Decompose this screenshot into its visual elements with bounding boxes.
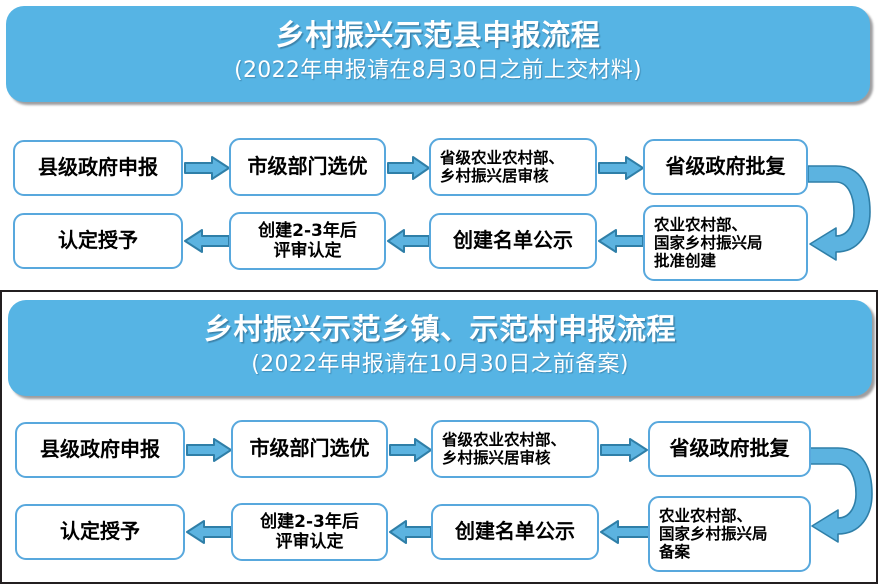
- node-label-line1: 省级农业农村部、: [440, 148, 565, 167]
- node-label-multiline: 农业农村部、 国家乡村振兴局 备案: [659, 507, 809, 562]
- arrow-county-r2-2: [387, 228, 430, 254]
- node-town-r2-1[interactable]: 认定授予: [15, 504, 185, 560]
- node-label-multiline: 省级农业农村部、 乡村振兴居审核: [442, 431, 597, 468]
- node-town-r2-3[interactable]: 创建名单公示: [431, 504, 599, 560]
- arrow-town-r2-3: [600, 519, 650, 545]
- node-county-r1-3[interactable]: 省级农业农村部、 乡村振兴居审核: [429, 138, 597, 196]
- node-label-multiline: 省级农业农村部、 乡村振兴居审核: [440, 149, 595, 186]
- node-label: 省级政府批复: [665, 154, 786, 179]
- node-label: 创建名单公示: [453, 228, 573, 253]
- node-label-line2: 乡村振兴居审核: [442, 449, 551, 467]
- node-label-line2: 国家乡村振兴局: [659, 524, 768, 543]
- node-label-multiline: 农业农村部、 国家乡村振兴局 批准创建: [654, 216, 806, 271]
- node-county-r1-2[interactable]: 市级部门选优: [229, 138, 386, 196]
- node-label: 认定授予: [60, 519, 140, 544]
- arrow-town-r1-1: [186, 437, 232, 463]
- arrow-town-r2-2: [389, 519, 432, 545]
- arrow-town-r1-2: [389, 437, 432, 463]
- node-county-r2-2[interactable]: 创建2-3年后 评审认定: [229, 212, 386, 270]
- node-town-r1-3[interactable]: 省级农业农村部、 乡村振兴居审核: [431, 420, 599, 478]
- node-label: 创建名单公示: [455, 519, 575, 544]
- section-county-process: 乡村振兴示范县申报流程 (2022年申报请在8月30日之前上交材料) 县级政府申…: [0, 0, 878, 290]
- node-county-r2-1[interactable]: 认定授予: [13, 213, 183, 269]
- node-town-r1-1[interactable]: 县级政府申报: [15, 422, 185, 478]
- banner-town: 乡村振兴示范乡镇、示范村申报流程 (2022年申报请在10月30日之前备案): [8, 300, 872, 396]
- banner-county-subtitle: (2022年申报请在8月30日之前上交材料): [234, 58, 642, 83]
- node-label-line2: 评审认定: [275, 532, 344, 552]
- node-label-line3: 备案: [659, 543, 691, 562]
- node-county-r1-1[interactable]: 县级政府申报: [13, 140, 183, 196]
- node-county-r1-4[interactable]: 省级政府批复: [643, 139, 808, 195]
- node-label: 省级政府批复: [669, 436, 790, 461]
- node-town-r2-2[interactable]: 创建2-3年后 评审认定: [231, 503, 388, 561]
- node-town-r1-2[interactable]: 市级部门选优: [231, 420, 388, 478]
- arrow-county-r1-1: [184, 155, 230, 181]
- arrow-county-r1-2: [387, 155, 430, 181]
- banner-town-title: 乡村振兴示范乡镇、示范村申报流程: [203, 312, 676, 346]
- node-county-r2-4[interactable]: 农业农村部、 国家乡村振兴局 批准创建: [643, 205, 808, 281]
- arrow-county-r2-3: [598, 228, 644, 254]
- node-label: 县级政府申报: [38, 155, 158, 180]
- banner-county: 乡村振兴示范县申报流程 (2022年申报请在8月30日之前上交材料): [6, 6, 870, 102]
- node-label: 市级部门选优: [247, 154, 368, 179]
- node-town-r2-4[interactable]: 农业农村部、 国家乡村振兴局 备案: [648, 496, 811, 572]
- node-label-line1: 农业农村部、: [659, 506, 753, 525]
- connector-county-curved-arrow: [800, 160, 878, 270]
- banner-county-title: 乡村振兴示范县申报流程: [275, 18, 601, 52]
- arrow-town-r1-3: [600, 437, 648, 463]
- node-label-multiline: 创建2-3年后 评审认定: [231, 221, 384, 261]
- node-label: 认定授予: [58, 228, 138, 253]
- node-label-line1: 创建2-3年后: [260, 511, 359, 532]
- arrow-county-r2-1: [184, 228, 230, 254]
- section-town-village-process: 乡村振兴示范乡镇、示范村申报流程 (2022年申报请在10月30日之前备案) 县…: [0, 290, 878, 584]
- node-label-line1: 省级农业农村部、: [442, 430, 567, 449]
- node-county-r2-3[interactable]: 创建名单公示: [429, 213, 597, 269]
- node-label-line2: 国家乡村振兴局: [654, 233, 763, 252]
- arrow-county-r1-3: [598, 155, 644, 181]
- banner-town-subtitle: (2022年申报请在10月30日之前备案): [251, 352, 629, 377]
- node-label-multiline: 创建2-3年后 评审认定: [233, 512, 386, 552]
- connector-town-curved-arrow: [802, 442, 878, 552]
- node-label-line1: 创建2-3年后: [258, 220, 357, 241]
- node-town-r1-4[interactable]: 省级政府批复: [648, 421, 811, 477]
- node-label-line1: 农业农村部、: [654, 215, 748, 234]
- node-label: 县级政府申报: [40, 437, 160, 462]
- arrow-town-r2-1: [186, 519, 232, 545]
- node-label-line2: 评审认定: [273, 241, 342, 261]
- node-label-line2: 乡村振兴居审核: [440, 167, 549, 185]
- node-label-line3: 批准创建: [654, 252, 717, 271]
- node-label: 市级部门选优: [249, 436, 370, 461]
